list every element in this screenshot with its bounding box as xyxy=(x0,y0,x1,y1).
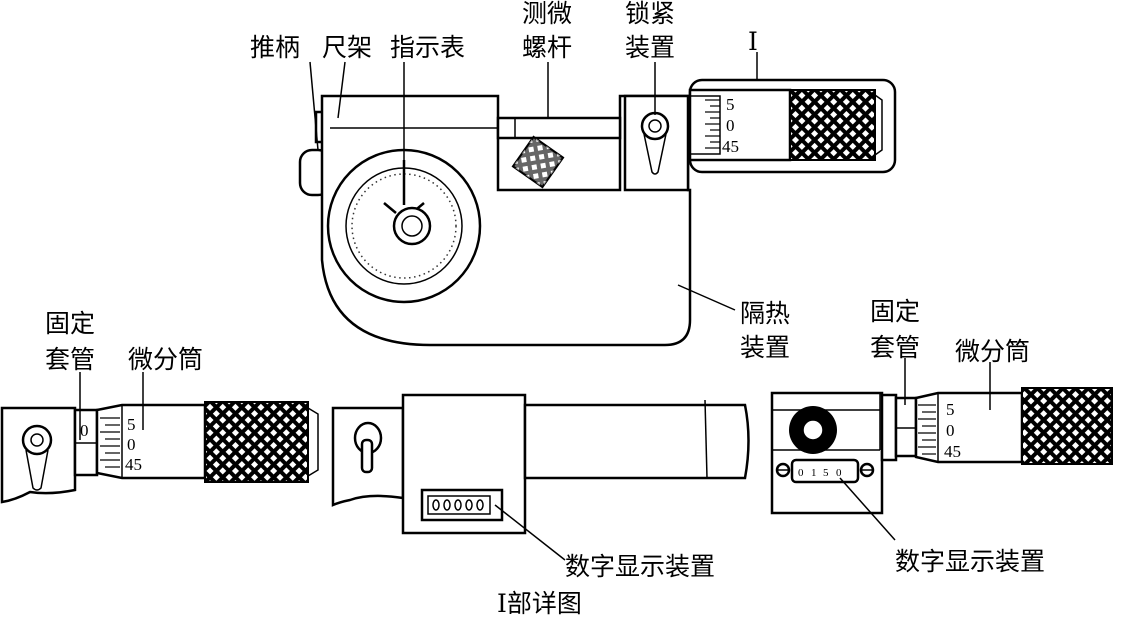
counter-digit-3: 5 xyxy=(823,467,829,479)
label-screw-2: 螺杆 xyxy=(522,33,572,62)
right-thimble-45: 45 xyxy=(944,442,961,461)
label-locking-1: 锁紧 xyxy=(625,0,675,28)
left-thimble-5: 5 xyxy=(127,415,136,434)
top-thimble-0: 0 xyxy=(726,116,735,135)
dial-indicator xyxy=(326,148,482,304)
label-right-sleeve-2: 套管 xyxy=(870,333,920,362)
label-left-thimble: 微分筒 xyxy=(128,345,203,374)
left-thimble-0: 0 xyxy=(127,435,136,454)
main-micrometer: 5 0 45 xyxy=(298,52,897,347)
counter-digit-2: 1 xyxy=(811,467,817,479)
left-sleeve-0: 0 xyxy=(80,421,89,440)
counter-digit-4: 0 xyxy=(836,467,842,479)
label-frame: 尺架 xyxy=(322,33,372,62)
detail-left-mechanical: 0 5 0 45 xyxy=(0,372,319,504)
detail-middle-digital xyxy=(331,393,750,561)
label-detail-mark: I xyxy=(748,27,758,56)
counter-digit-1: 0 xyxy=(798,467,804,479)
label-insulation-1: 隔热 xyxy=(740,299,790,328)
digital-display-mid xyxy=(420,488,504,522)
label-indicator: 指示表 xyxy=(390,33,465,62)
right-thimble-0: 0 xyxy=(946,421,955,440)
label-left-sleeve-1: 固定 xyxy=(45,309,95,338)
left-thimble-45: 45 xyxy=(125,455,142,474)
label-left-sleeve-2: 套管 xyxy=(45,345,95,374)
digital-counter xyxy=(790,458,860,484)
label-screw-1: 测微 xyxy=(522,0,572,28)
locking-device xyxy=(623,94,690,192)
label-locking-2: 装置 xyxy=(625,33,675,62)
top-thimble-5: 5 xyxy=(726,95,735,114)
label-insulation-2: 装置 xyxy=(740,333,790,362)
label-digital-display-right: 数字显示装置 xyxy=(895,547,1045,576)
label-push-handle: 推柄 xyxy=(250,33,300,62)
knurled-ratchet xyxy=(789,89,876,161)
detail-right-digital: 5 0 45 0 1 5 0 xyxy=(770,358,1113,541)
top-thimble-45: 45 xyxy=(722,137,739,156)
right-thimble-5: 5 xyxy=(946,400,955,419)
label-detail-caption: I部详图 xyxy=(497,589,582,617)
label-digital-display-mid: 数字显示装置 xyxy=(565,552,715,581)
label-right-thimble: 微分筒 xyxy=(955,337,1030,366)
micrometer-screw xyxy=(496,116,622,140)
label-right-sleeve-1: 固定 xyxy=(870,297,920,326)
